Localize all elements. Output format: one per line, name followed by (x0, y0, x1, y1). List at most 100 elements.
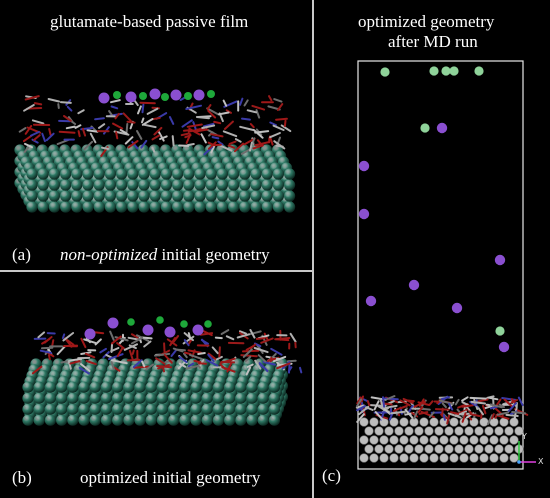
organic-film-bond (181, 119, 193, 128)
metal-slab-atom (212, 403, 224, 415)
organic-film-bond (24, 125, 33, 135)
metal-slab-atom (33, 381, 45, 393)
organic-film-bond (77, 130, 81, 138)
metal-slab-atom (82, 179, 94, 191)
organic-film-bond (252, 128, 264, 139)
panel-b: (b) optimized initial geometry (0, 272, 312, 498)
organic-film-bond (151, 146, 156, 153)
organic-film-bond (268, 95, 273, 102)
metal-slab-atom (44, 381, 57, 393)
metal-slab-atom (494, 426, 504, 436)
metal-slab-atom (216, 168, 228, 180)
organic-film-bond (211, 143, 222, 147)
metal-slab-atom (194, 168, 206, 180)
organic-film-bond (30, 130, 40, 137)
organic-film-bond (69, 360, 81, 365)
organic-film-bond (131, 349, 135, 355)
metal-slab-atom (364, 444, 374, 454)
organic-film-bond (56, 345, 67, 356)
organic-film-bond (246, 109, 258, 114)
metal-slab-atom (429, 417, 439, 427)
organic-film-bond (33, 102, 43, 106)
organic-film-bond (275, 117, 288, 121)
green-ion (495, 326, 505, 336)
purple-ion (192, 324, 204, 336)
metal-slab-atom (268, 403, 280, 415)
organic-film-bond (130, 336, 144, 345)
organic-film-bond (195, 127, 206, 131)
metal-slab-atom (127, 201, 139, 213)
metal-slab-atom (374, 444, 384, 454)
metal-slab-atom (116, 201, 128, 213)
metal-slab-atom (404, 444, 414, 454)
axis-y-label: Y (522, 432, 527, 441)
metal-slab-atom (239, 179, 251, 191)
organic-film-bond (454, 398, 460, 406)
organic-film-bond (200, 133, 207, 144)
organic-film-bond (109, 330, 115, 341)
purple-ion (170, 89, 182, 101)
organic-film-bond (207, 353, 215, 363)
organic-film-bond (287, 366, 293, 373)
metal-slab-atom (127, 168, 139, 180)
metal-slab-atom (224, 392, 236, 404)
organic-film-bond (438, 399, 454, 405)
metal-slab-atom (127, 179, 139, 191)
metal-slab-atom (22, 414, 34, 426)
metal-slab-atom (89, 392, 101, 404)
metal-slab-atom (379, 453, 389, 463)
organic-film-bond (195, 128, 209, 133)
organic-film-bond (119, 129, 128, 135)
organic-film-bond (210, 133, 224, 138)
metal-slab-atom (250, 190, 262, 202)
metal-slab-atom (60, 179, 72, 191)
metal-slab-atom (56, 403, 68, 415)
metal-slab-atom (444, 426, 454, 436)
metal-slab-atom (212, 381, 224, 393)
organic-film-bond (267, 357, 277, 362)
metal-slab-atom (168, 414, 180, 426)
organic-film-bond (477, 406, 484, 416)
metal-slab-atom (123, 414, 135, 426)
organic-film-bond (210, 144, 216, 154)
metal-slab-atom (434, 426, 444, 436)
metal-slab-atom (246, 403, 258, 415)
organic-film-bond (63, 344, 79, 348)
metal-slab-atom (261, 201, 273, 213)
organic-film-bond (171, 135, 175, 147)
organic-film-bond (428, 411, 435, 418)
metal-slab-atom (89, 403, 101, 415)
organic-film-bond (22, 134, 33, 143)
purple-ion (107, 317, 119, 329)
organic-film-bond (461, 412, 467, 423)
organic-film-bond (211, 136, 220, 140)
organic-film-bond (184, 351, 192, 356)
metal-slab-atom (205, 190, 217, 202)
organic-film-bond (383, 408, 392, 415)
organic-film-bond (273, 98, 283, 103)
metal-slab-atom (33, 403, 45, 415)
metal-slab-atom (138, 179, 150, 191)
organic-film-bond (58, 130, 76, 134)
organic-film-bond (258, 363, 265, 369)
organic-film-bond (142, 123, 157, 129)
organic-film-bond (141, 336, 153, 340)
metal-slab-atom (250, 168, 262, 180)
purple-ion (494, 254, 506, 266)
organic-film-bond (24, 142, 33, 149)
metal-slab-atom (149, 179, 161, 191)
organic-film-bond (434, 408, 450, 411)
organic-film-bond (83, 338, 97, 344)
organic-film-bond (356, 405, 366, 412)
panel-a-caption: non-optimized initial geometry (60, 245, 270, 265)
metal-slab-atom (93, 179, 105, 191)
purple-ion (98, 92, 110, 104)
organic-film-bond (168, 116, 175, 125)
metal-slab-atom (156, 392, 168, 404)
metal-slab-atom (212, 414, 224, 426)
organic-film-bond (94, 117, 105, 121)
metal-slab-atom (459, 435, 469, 445)
metal-slab-atom (257, 403, 269, 415)
organic-film-bond (239, 97, 244, 106)
metal-slab-atom (424, 444, 434, 454)
